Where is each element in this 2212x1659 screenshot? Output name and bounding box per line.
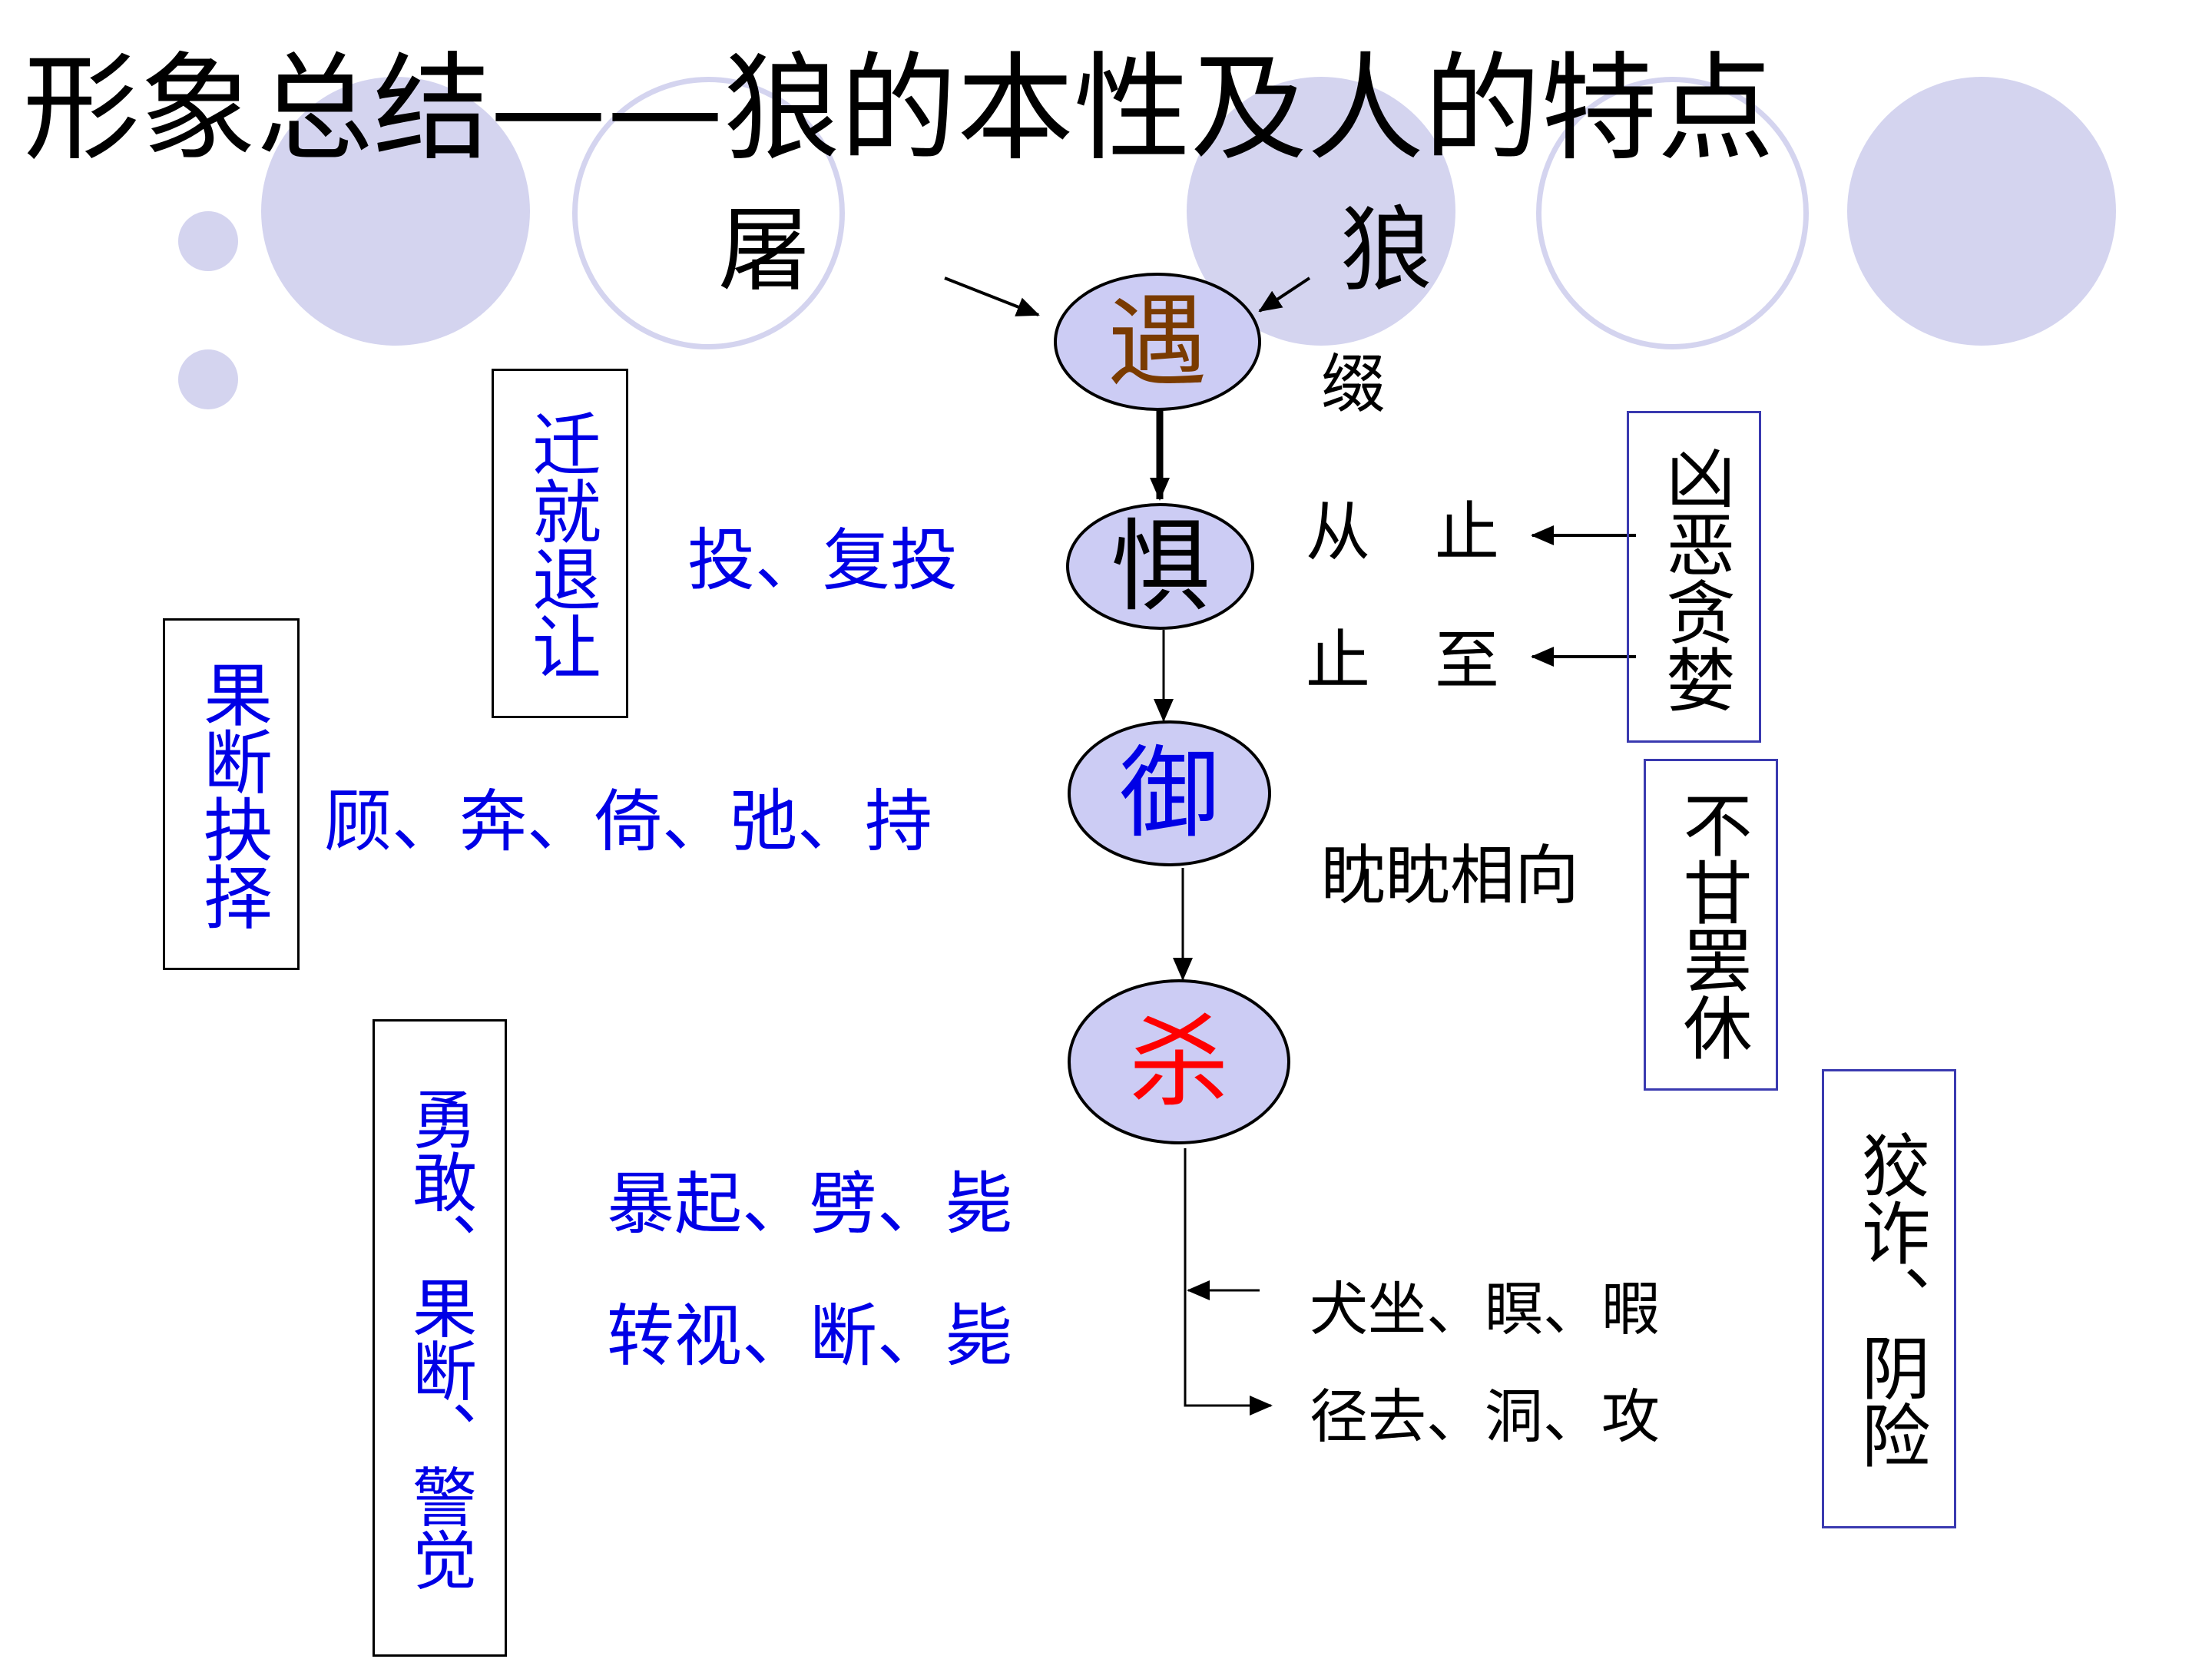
butcher-action-turn: 顾、奔、倚、弛、持 <box>324 782 933 861</box>
wolf-label: 狼 <box>1340 197 1432 304</box>
node-kill: 杀 <box>1068 979 1290 1144</box>
node-meet: 遇 <box>1054 273 1261 411</box>
decor-ring-2 <box>1536 77 1809 349</box>
trait-box-brave: 勇敢、果断、警觉 <box>373 1019 507 1657</box>
wolf-action-follow: 缀 <box>1321 346 1386 422</box>
trait-box-decisive: 果断抉择 <box>163 618 300 970</box>
bullet-dot-2 <box>178 349 238 409</box>
node-fear-label: 惧 <box>1110 508 1210 625</box>
butcher-action-leap: 暴起、劈、毙 <box>607 1164 1013 1243</box>
decor-circle-3 <box>1847 77 2116 346</box>
wolf-action-go: 径去、洞、攻 <box>1310 1382 1660 1451</box>
arrow-wolf-to-meet <box>1258 276 1311 313</box>
decor-ring-1 <box>572 77 845 349</box>
node-kill-label: 杀 <box>1128 1003 1229 1121</box>
bullet-dot-1 <box>178 211 238 271</box>
trait-box-cunning: 狡诈、阴险 <box>1822 1069 1956 1528</box>
butcher-action-look: 转视、断、毙 <box>607 1296 1013 1376</box>
butcher-action-throw: 投、复投 <box>687 521 959 600</box>
slide-title: 形象总结——狼的本性及人的特点 <box>23 41 1774 177</box>
node-fear: 惧 <box>1066 503 1254 630</box>
wolf-action-sit: 犬坐、瞑、暇 <box>1310 1275 1660 1343</box>
wolf-action-stop-arrive: 止 至 <box>1306 623 1500 698</box>
node-meet-label: 遇 <box>1107 283 1207 400</box>
trait-box-fierce: 凶恶贪婪 <box>1627 411 1761 743</box>
arrow-butcher-to-meet <box>944 276 1040 316</box>
node-resist-label: 御 <box>1119 735 1220 852</box>
line-kill-down <box>1184 1148 1273 1416</box>
trait-box-yield: 迁就退让 <box>492 369 628 718</box>
trait-box-unwilling: 不甘罢休 <box>1644 759 1778 1091</box>
butcher-label: 屠 <box>718 197 810 304</box>
decor-circle-1 <box>261 77 530 346</box>
wolf-action-stop-follow: 从 止 <box>1306 495 1500 570</box>
node-resist: 御 <box>1068 720 1271 866</box>
wolf-action-stare: 眈眈相向 <box>1321 838 1580 913</box>
